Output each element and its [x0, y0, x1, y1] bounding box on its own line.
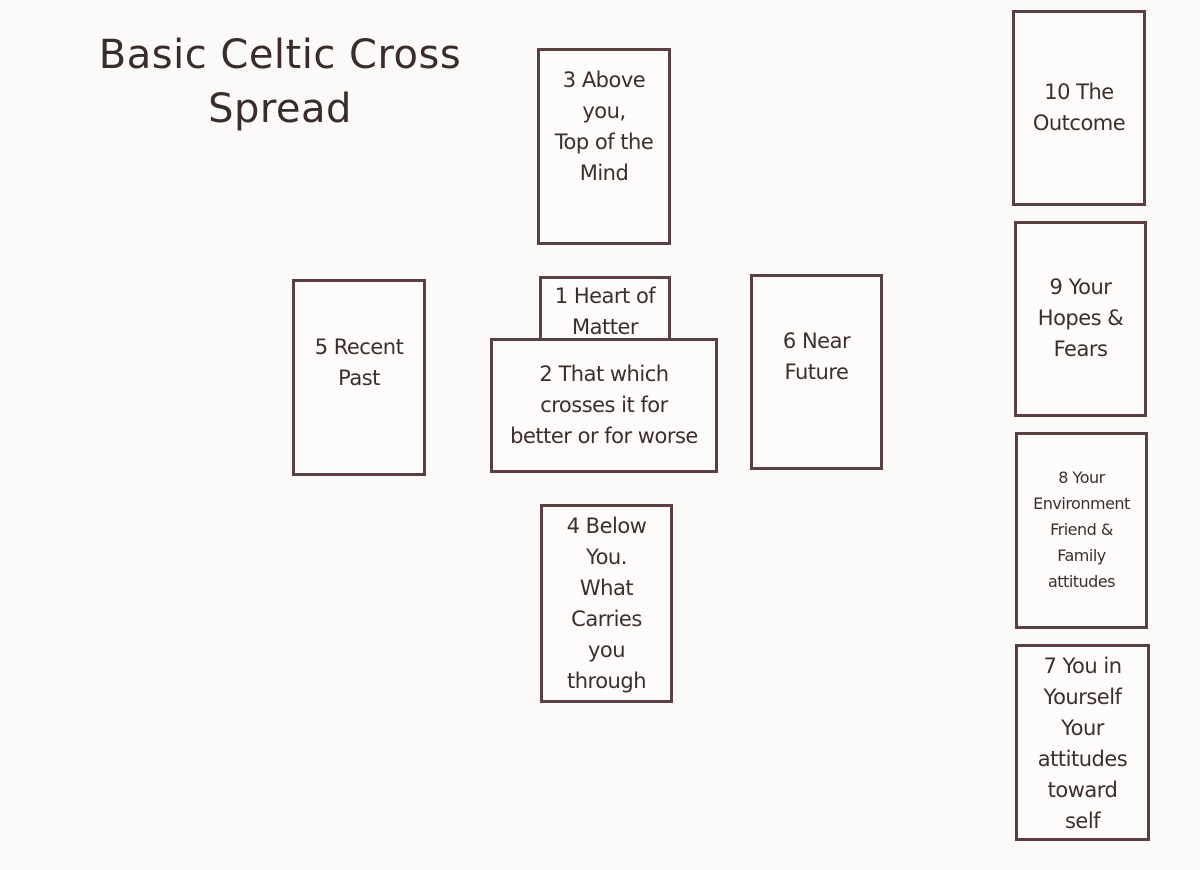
card-9-hopes-fears: 9 Your Hopes & Fears [1014, 221, 1147, 417]
card-label: 3 Above you, Top of the Mind [554, 68, 654, 185]
card-label: 5 Recent Past [314, 334, 404, 390]
card-10-outcome: 10 The Outcome [1012, 10, 1146, 206]
card-label: 1 Heart of Matter [554, 284, 656, 339]
card-label: 10 The Outcome [1032, 80, 1126, 135]
card-label: 7 You in Yourself Your attitudes toward … [1037, 654, 1128, 833]
card-label: 6 Near Future [782, 329, 851, 384]
card-3-above-you: 3 Above you, Top of the Mind [537, 48, 671, 245]
card-label: 2 That which crosses it for better or fo… [510, 362, 698, 448]
card-label: 8 Your Environment Friend & Family attit… [1033, 468, 1130, 591]
card-label: 9 Your Hopes & Fears [1037, 275, 1124, 361]
card-4-below-you: 4 Below You. What Carries you through [540, 504, 673, 703]
card-2-crossing: 2 That which crosses it for better or fo… [490, 338, 718, 473]
card-6-near-future: 6 Near Future [750, 274, 883, 470]
card-label: 4 Below You. What Carries you through [566, 514, 647, 693]
card-5-recent-past: 5 Recent Past [292, 279, 426, 476]
card-8-environment: 8 Your Environment Friend & Family attit… [1015, 432, 1148, 629]
card-7-you-in-yourself: 7 You in Yourself Your attitudes toward … [1015, 644, 1150, 841]
diagram-title: Basic Celtic Cross Spread [98, 32, 462, 132]
